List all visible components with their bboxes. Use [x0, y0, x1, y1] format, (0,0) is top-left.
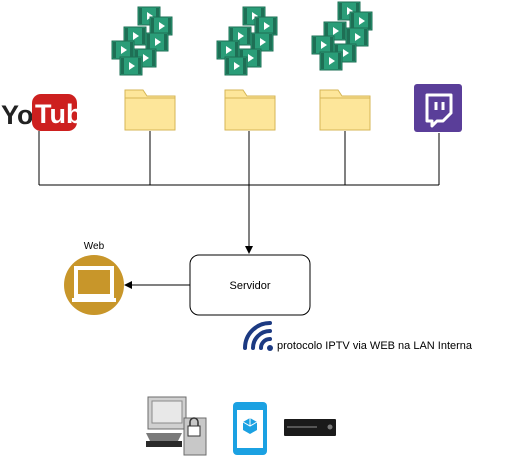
video-stack-icon	[112, 7, 172, 75]
wifi-icon	[243, 321, 273, 351]
folder-icon	[124, 89, 176, 131]
smartphone-icon	[233, 402, 267, 455]
server-box[interactable]: Servidor	[189, 254, 311, 316]
web-monitor: Web	[64, 241, 124, 315]
monitor-icon	[72, 266, 116, 302]
video-stack-icon	[312, 2, 372, 70]
connector-lines	[38, 131, 440, 289]
web-label: Web	[84, 241, 105, 252]
server-label: Servidor	[230, 280, 271, 292]
folder-icon	[319, 89, 371, 131]
twitch-icon	[414, 84, 462, 132]
game-console-icon	[284, 419, 336, 436]
video-stack-icon	[217, 7, 277, 75]
folder-icon	[224, 89, 276, 131]
youtube-logo: You Tube	[1, 94, 98, 131]
desktop-pc-icon	[146, 396, 207, 456]
youtube-tube-text: Tube	[35, 99, 98, 129]
protocol-label: protocolo IPTV via WEB na LAN Interna	[277, 340, 473, 352]
